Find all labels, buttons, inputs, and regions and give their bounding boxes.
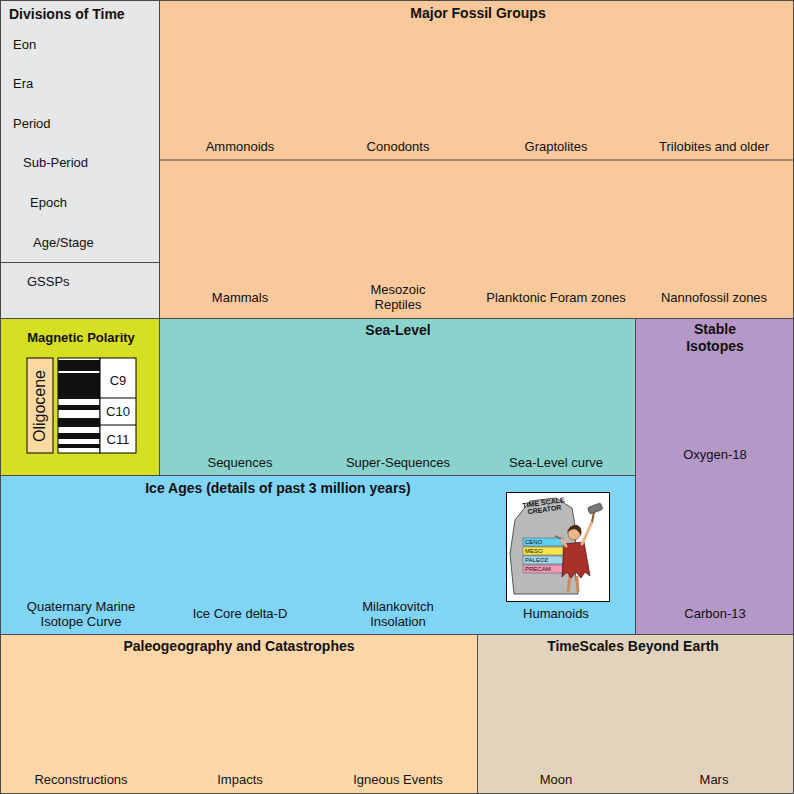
beyond-label: Moon — [481, 772, 631, 788]
panel-heading: Stable Isotopes — [665, 321, 765, 355]
fossil-label: Nannofossil zones — [637, 290, 791, 306]
row-divider — [159, 159, 794, 162]
beyond-earth-panel: TimeScales Beyond EarthMoon Mars — [477, 634, 794, 794]
fossil-label: Graptolites — [481, 139, 631, 155]
gssp-box: GSSPs — [0, 262, 160, 319]
era-stripe-label: MESO — [525, 547, 543, 555]
division-label: Era — [13, 76, 33, 92]
era-stripe-label: CENO — [525, 538, 542, 546]
isotope-label: Oxygen-18 — [645, 447, 785, 463]
sea-level-label: Sea-Level curve — [481, 455, 631, 471]
panel-heading: TimeScales Beyond Earth — [483, 638, 783, 655]
sea-level-label: Sequences — [165, 455, 315, 471]
era-stripe-label: PRECAM — [525, 565, 551, 573]
division-label: Epoch — [30, 195, 67, 211]
panel-heading: Major Fossil Groups — [328, 5, 628, 22]
era-stripe-label: PALEOZ — [525, 556, 548, 564]
isotope-label: Carbon-13 — [645, 606, 785, 622]
sea-level-panel: Sea-LevelSequences Super-Sequences Sea-Lev… — [159, 318, 636, 476]
fossil-panel: Major Fossil GroupsAmmonoids Conodonts Gra… — [159, 0, 794, 319]
chron-label: C10 — [101, 404, 135, 420]
paleo-label: Reconstructions — [6, 772, 156, 788]
ice-age-label: Humanoids — [481, 606, 631, 622]
divisions-panel: Divisions of TimeEonEraPeriodSub-PeriodE… — [0, 0, 160, 263]
fossil-label: Trilobites and older — [639, 139, 789, 155]
ice-age-label: Quaternary Marine Isotope Curve — [16, 599, 146, 630]
epoch-label: Oligocene — [30, 360, 50, 452]
paleo-label: Impacts — [165, 772, 315, 788]
division-label: Eon — [13, 37, 36, 53]
sea-level-label: Super-Sequences — [323, 455, 473, 471]
chron-label: C9 — [101, 373, 135, 389]
panel-heading: Magnetic Polarity — [6, 330, 156, 346]
panel-heading: Divisions of Time — [9, 6, 125, 23]
panel-heading: Sea-Level — [298, 322, 498, 339]
division-label: GSSPs — [27, 274, 70, 290]
panel-heading: Ice Ages (details of past 3 million year… — [68, 480, 488, 497]
ice-age-label: Milankovitch Insolation — [348, 599, 448, 630]
panel-heading: Paleogeography and Catastrophes — [39, 638, 439, 655]
division-label: Sub-Period — [23, 155, 88, 171]
chron-label: C11 — [101, 432, 135, 448]
division-label: Period — [13, 116, 51, 132]
ice-age-panel: Ice Ages (details of past 3 million year… — [0, 475, 636, 635]
fossil-label: Conodonts — [323, 139, 473, 155]
beyond-label: Mars — [639, 772, 789, 788]
fossil-label: Planktonic Foram zones — [479, 290, 633, 306]
paleo-label: Igneous Events — [323, 772, 473, 788]
paleogeography-panel: Paleogeography and CatastrophesReconstru… — [0, 634, 478, 794]
ice-age-label: Ice Core delta-D — [165, 606, 315, 622]
fossil-label: Mammals — [165, 290, 315, 306]
magnetic-panel: Magnetic PolarityOligocene C9C10C11 — [0, 318, 160, 476]
isotope-panel: Stable IsotopesOxygen-18Carbon-13 — [635, 318, 794, 635]
division-label: Age/Stage — [33, 235, 94, 251]
fossil-label: Mesozoic Reptiles — [358, 282, 438, 313]
fossil-label: Ammonoids — [165, 139, 315, 155]
